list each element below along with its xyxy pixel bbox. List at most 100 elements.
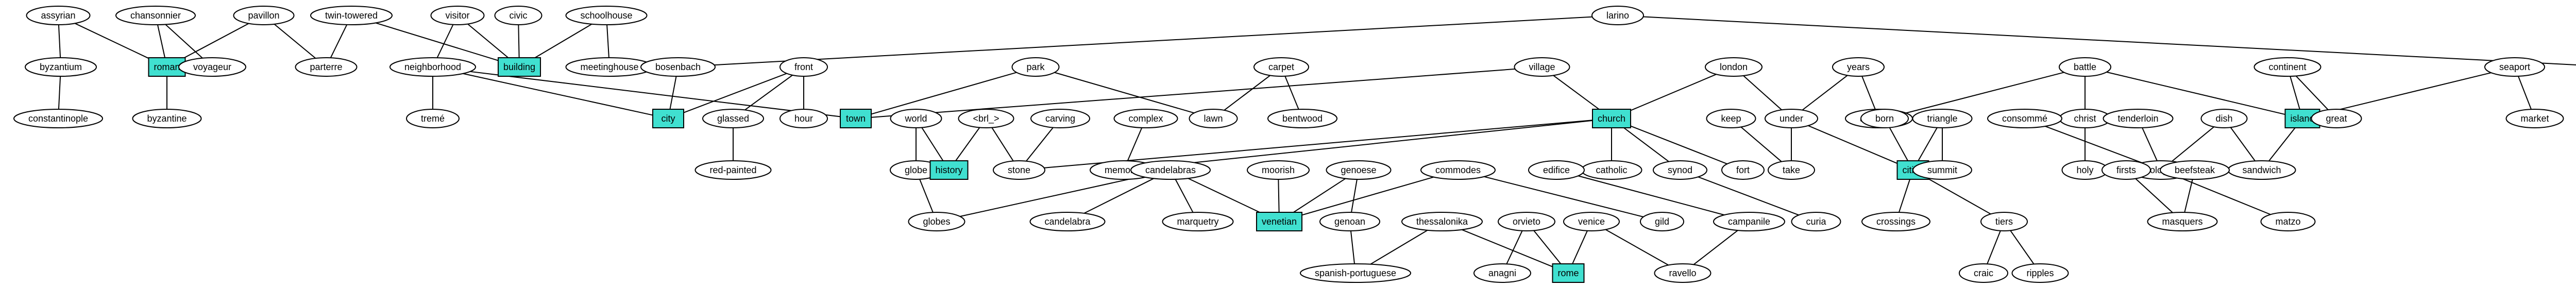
node-label-bosenbach: bosenbach bbox=[655, 62, 701, 72]
node-label-craic: craic bbox=[1974, 268, 1993, 278]
node-label-schoolhouse: schoolhouse bbox=[580, 10, 632, 21]
node-label-genoese: genoese bbox=[1341, 165, 1376, 175]
node-label-matzo: matzo bbox=[2275, 216, 2300, 227]
node-label-venice: venice bbox=[1578, 216, 1605, 227]
node-ellipse-ripples bbox=[2011, 263, 2069, 283]
node-label-glassed: glassed bbox=[717, 113, 749, 124]
node-thessalonika: thessalonika bbox=[1401, 212, 1483, 231]
node-ellipse-larino bbox=[1591, 6, 1645, 25]
node-label-venetian: venetian bbox=[1262, 216, 1297, 227]
edge-battle-born bbox=[1904, 72, 2064, 114]
edge-continent-island bbox=[2290, 76, 2300, 110]
node-label-bentwood: bentwood bbox=[1282, 113, 1323, 124]
node-ellipse-curia bbox=[1791, 212, 1841, 231]
node-ellipse-thessalonika bbox=[1401, 212, 1483, 231]
node-box-venetian bbox=[1256, 212, 1303, 231]
node-tenderloin: tenderloin bbox=[2103, 109, 2174, 128]
edge-carving-stone bbox=[1026, 127, 1054, 162]
edge-candelabras-globes bbox=[960, 176, 1142, 217]
node-ellipse-market bbox=[2505, 109, 2564, 128]
edge-tenderloin-bologna bbox=[2142, 127, 2158, 161]
node-genoan: genoan bbox=[1319, 212, 1381, 231]
edge-carpet-lawn bbox=[1224, 75, 1270, 111]
node-box-rome bbox=[1552, 263, 1585, 283]
node-seaport: seaport bbox=[2484, 57, 2546, 77]
edge-carpet-bentwood bbox=[1284, 76, 1299, 110]
node-holy: holy bbox=[2061, 160, 2109, 180]
node-label-assyrian: assyrian bbox=[41, 10, 75, 21]
node-ellipse-candelabras bbox=[1130, 160, 1211, 180]
node-byzantine: byzantine bbox=[132, 109, 202, 128]
edge-genoese-genoan bbox=[1351, 179, 1358, 213]
edge-venice-ravello bbox=[1605, 229, 1669, 266]
node-candelabras: candelabras bbox=[1130, 160, 1211, 180]
node-label-building: building bbox=[503, 62, 535, 72]
node-label-thessalonika: thessalonika bbox=[1416, 216, 1468, 227]
edge-front-glassed bbox=[744, 75, 793, 111]
node-town: town bbox=[840, 109, 872, 128]
edge-dish-bologna bbox=[2171, 126, 2214, 162]
node-catholic: catholic bbox=[1581, 160, 1642, 180]
node-ellipse-anagni bbox=[1473, 263, 1532, 283]
edge-genoan-spanish-portuguese bbox=[1350, 230, 1355, 264]
node-ellipse-orvieto bbox=[1497, 212, 1556, 231]
node-candelabra: candelabra bbox=[1029, 212, 1106, 231]
node-ellipse-synod bbox=[1652, 160, 1708, 180]
node-ellipse-london bbox=[1704, 57, 1763, 77]
edge-under-cities bbox=[1808, 125, 1897, 164]
node-ellipse-born bbox=[1860, 109, 1909, 128]
node-ellipse-firsts bbox=[2102, 160, 2151, 180]
node-ellipse-brl bbox=[958, 109, 1014, 128]
node-history: history bbox=[929, 160, 969, 180]
node-ellipse-spanish-portuguese bbox=[1299, 263, 1412, 283]
edge-genoese-venetian bbox=[1293, 178, 1346, 213]
edge-orvieto-anagni bbox=[1506, 230, 1523, 264]
node-ellipse-triangle bbox=[1912, 109, 1973, 128]
node-label-pavillon: pavillon bbox=[248, 10, 279, 21]
node-chansonnier: chansonnier bbox=[115, 6, 196, 25]
node-ellipse-twin-towered bbox=[310, 6, 393, 25]
node-parterre: parterre bbox=[295, 57, 358, 77]
node-market: market bbox=[2505, 109, 2564, 128]
node-ellipse-campanile bbox=[1713, 212, 1786, 231]
edge-edifice-campanile bbox=[1578, 175, 1725, 216]
edge-continent-great bbox=[2295, 75, 2329, 110]
node-ellipse-assyrian bbox=[26, 6, 91, 25]
edge-firsts-masquers bbox=[2135, 178, 2173, 213]
node-label-city: city bbox=[662, 113, 675, 124]
node-label-park: park bbox=[1026, 62, 1045, 72]
node-label-candelabras: candelabras bbox=[1145, 165, 1196, 175]
node-glassed: glassed bbox=[702, 109, 765, 128]
node-label-moorish: moorish bbox=[1262, 165, 1295, 175]
node-label-town: town bbox=[846, 113, 866, 124]
node-meetinghouse: meetinghouse bbox=[565, 57, 654, 77]
edge-born-cities bbox=[1889, 127, 1908, 161]
edge-church-memorial bbox=[1155, 120, 1593, 167]
node-complex: complex bbox=[1113, 109, 1178, 128]
node-label-orvieto: orvieto bbox=[1513, 216, 1540, 227]
node-label-neighborhood: neighborhood bbox=[404, 62, 461, 72]
node-gild: gild bbox=[1639, 212, 1685, 231]
node-label-triangle: triangle bbox=[1927, 113, 1957, 124]
node-label-consomme: consommé bbox=[2002, 113, 2047, 124]
edge-candelabras-venetian bbox=[1188, 178, 1260, 213]
node-ellipse-summit bbox=[1912, 160, 1972, 180]
edge-pavillon-roman bbox=[184, 23, 249, 58]
node-ellipse-bentwood bbox=[1267, 109, 1338, 128]
node-fort: fort bbox=[1721, 160, 1765, 180]
edge-years-american bbox=[1861, 76, 1876, 110]
node-venice: venice bbox=[1563, 212, 1620, 231]
node-label-born: born bbox=[1875, 113, 1894, 124]
edge-pavillon-parterre bbox=[274, 24, 316, 59]
node-rome: rome bbox=[1552, 263, 1585, 283]
node-consomme: consommé bbox=[1987, 109, 2063, 128]
node-ellipse-world bbox=[890, 109, 942, 128]
node-ellipse-take bbox=[1767, 160, 1816, 180]
node-ellipse-tiers bbox=[1980, 212, 2028, 231]
node-edifice: edifice bbox=[1528, 160, 1585, 180]
edge-schoolhouse-building bbox=[534, 23, 592, 58]
node-label-seaport: seaport bbox=[2499, 62, 2530, 72]
edge-chansonnier-roman bbox=[157, 24, 166, 58]
node-ellipse-moorish bbox=[1246, 160, 1310, 180]
node-label-marquetry: marquetry bbox=[1177, 216, 1218, 227]
